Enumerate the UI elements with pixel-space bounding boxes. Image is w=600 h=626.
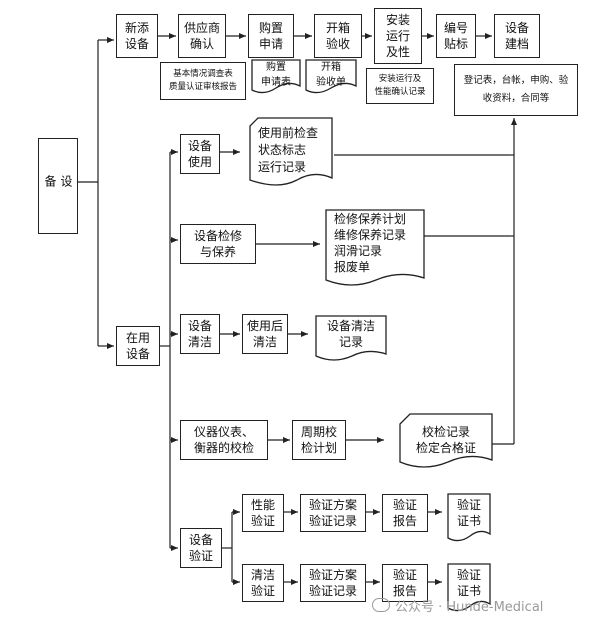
- perf-validation-box: 性能 验证: [242, 494, 284, 532]
- unpack-form-doc: 开箱 验收单: [316, 62, 346, 88]
- doc-shape-calib-doc: [399, 413, 493, 468]
- doc-shape-perf-cert: [447, 493, 491, 542]
- supplier-docs-box: 基本情况调查表 质量认证审核报告: [160, 62, 246, 100]
- calibration-doc: 校检记录 检定合格证: [415, 425, 476, 455]
- perf-cert-doc: 验证 证书: [456, 498, 481, 528]
- doc-shape-purchase-form: [251, 59, 301, 94]
- maintenance-doc: 检修保养计划 维修保养记录 润滑记录 报废单: [334, 212, 407, 274]
- cleaning-record-doc: 设备清洁 记录: [326, 319, 375, 349]
- supplier-confirm-box: 供应商 确认: [178, 14, 226, 58]
- watermark: 公众号 · Hunde-Medical: [372, 595, 592, 615]
- doc-shape-use-doc: [249, 117, 333, 186]
- install-record-box: 安装运行及 性能确认记录: [366, 68, 434, 104]
- calibration-box: 仪器仪表、 衡器的校检: [180, 420, 268, 460]
- perf-plan-box: 验证方案 验证记录: [300, 494, 366, 532]
- purchase-request-box: 购置 申请: [248, 14, 294, 58]
- doc-shape-maint-doc: [325, 209, 425, 286]
- use-doc: 使用前检查 状态标志 运行记录: [258, 125, 319, 174]
- new-equipment-box: 新添 设备: [116, 14, 158, 58]
- file-contents-box: 登记表，台帐，申购、验 收资料，合同等: [454, 64, 578, 116]
- equipment-file-box: 设备 建档: [494, 14, 540, 58]
- doc-shape-clean-cert: [447, 563, 491, 612]
- clean-validation-box: 清洁 验证: [242, 564, 284, 602]
- wechat-icon: [372, 598, 390, 612]
- unpack-accept-box: 开箱 验收: [314, 14, 362, 58]
- validation-box: 设备 验证: [180, 528, 222, 568]
- doc-shape-unpack-form: [305, 59, 357, 94]
- install-run-box: 安装 运行 及性: [374, 8, 422, 64]
- watermark-text: 公众号 · Hunde-Medical: [395, 599, 544, 615]
- purchase-form-doc: 购置 申请表: [261, 62, 291, 88]
- equipment-root-label: 设 备: [43, 175, 73, 197]
- use-box: 设备 使用: [180, 134, 220, 174]
- doc-shape-clean-doc: [315, 315, 387, 361]
- in-use-box: 在用 设备: [116, 326, 160, 366]
- number-label-box: 编号 贴标: [436, 14, 476, 58]
- clean-cert-doc: 验证 证书: [456, 568, 481, 598]
- after-use-clean-box: 使用后 清洁: [242, 314, 288, 354]
- cleaning-box: 设备 清洁: [180, 314, 220, 354]
- perf-report-box: 验证 报告: [382, 494, 428, 532]
- calibration-plan-box: 周期校 检计划: [292, 420, 346, 460]
- clean-report-box: 验证 报告: [382, 564, 428, 602]
- maintenance-box: 设备检修 与保养: [180, 224, 256, 264]
- clean-plan-box: 验证方案 验证记录: [300, 564, 366, 602]
- equipment-root-box: 设 备: [38, 138, 78, 234]
